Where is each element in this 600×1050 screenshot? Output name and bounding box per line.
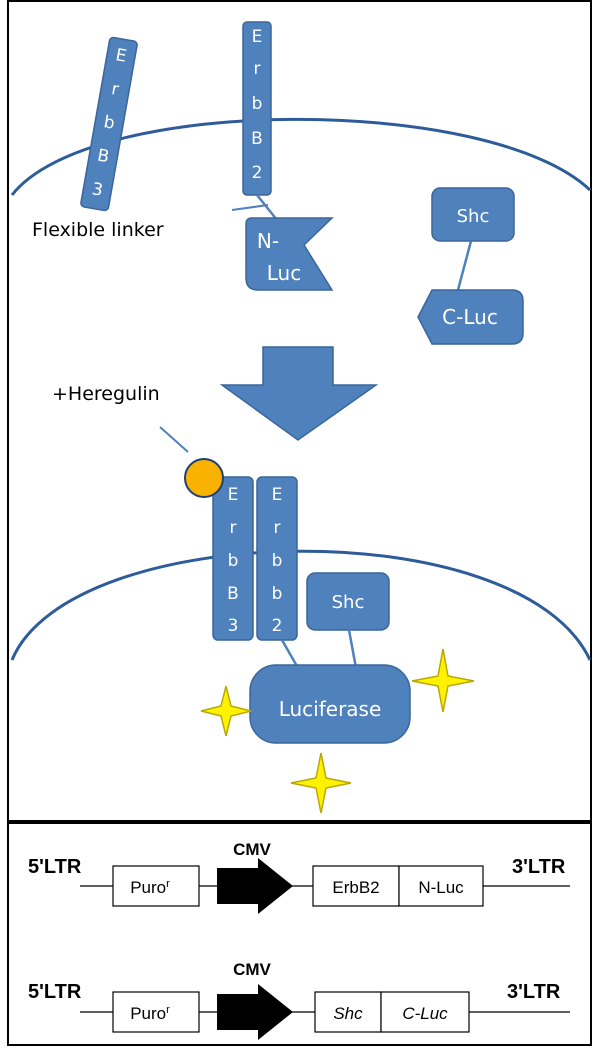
- dimer-erbb3-receptor: E r b B 3: [212, 476, 254, 641]
- dimer-shc-protein: [306, 572, 390, 631]
- flexible-linker-pointer: [231, 204, 269, 211]
- cell-membrane-top: [10, 117, 592, 196]
- n-luc-label-line1: N-: [257, 229, 279, 253]
- dimer-erbb3-letter-2: r: [230, 518, 237, 538]
- dimer-erbb3-letter-3: b: [228, 551, 239, 571]
- bottom-panel-border: [7, 822, 592, 1046]
- construct1-promoter-label: CMV: [233, 840, 271, 859]
- dimer-erbb3-letter-4: B: [227, 584, 239, 604]
- dimer-erbb2-letter-1: E: [272, 485, 283, 505]
- top-panel-border: [7, 0, 592, 822]
- shc-protein: [431, 187, 515, 242]
- erbb2-letter-4: B: [251, 129, 263, 149]
- erbb3-letter-3: b: [102, 112, 116, 134]
- construct1-puro-label: Puror: [130, 878, 170, 897]
- flexible-linker-label: Flexible linker: [32, 219, 164, 241]
- shc-label: Shc: [457, 206, 490, 227]
- dimer-shc-label: Shc: [332, 592, 365, 613]
- heregulin-label: +Heregulin: [52, 383, 160, 405]
- erbb3-letter-2: r: [110, 79, 120, 100]
- n-luc-fragment: [245, 217, 334, 291]
- luciferase-complex: [249, 664, 411, 744]
- construct-shc-cluc: 5'LTR CMV 3'LTR Puror Shc C-Luc: [28, 960, 570, 1040]
- heregulin-ligand: [184, 458, 224, 498]
- shc-cluc-linker: [456, 240, 473, 291]
- construct2-promoter-label: CMV: [233, 960, 271, 979]
- construct-erbb2-nluc: 5'LTR CMV 3'LTR Puror ErbB2 N-Luc: [28, 840, 570, 914]
- construct1-ltr5: 5'LTR: [28, 856, 82, 878]
- sparkle-left-icon: [200, 685, 252, 737]
- dimer-linker-shc: [347, 629, 358, 669]
- flexible-linker-line: [256, 194, 278, 221]
- dimer-erbb2-letter-2: r: [274, 518, 281, 538]
- construct2-ltr5: 5'LTR: [28, 981, 82, 1003]
- dimer-erbb3-letter-1: E: [228, 485, 239, 505]
- c-luc-fragment: [417, 289, 524, 345]
- erbb3-letter-4: B: [96, 146, 111, 168]
- erbb3-receptor: E r b B 3: [80, 36, 138, 212]
- dimer-erbb2-receptor: E r b b 2: [256, 476, 298, 641]
- construct1-cmv-arrow: [217, 858, 293, 914]
- construct2-cmv-arrow: [217, 984, 293, 1040]
- n-luc-label-line2: Luc: [267, 261, 301, 285]
- c-luc-label: C-Luc: [442, 305, 498, 329]
- construct1-puro-box: [112, 865, 200, 907]
- dimer-erbb2-letter-4: b: [272, 584, 283, 604]
- dimer-erbb2-letter-3: b: [272, 551, 283, 571]
- construct2-fusion-box: [380, 991, 470, 1033]
- construct1-gene-box: [312, 865, 400, 907]
- luciferase-label: Luciferase: [279, 697, 382, 721]
- process-down-arrow: [219, 346, 379, 441]
- erbb2-letter-3: b: [252, 94, 263, 114]
- construct2-ltr3: 3'LTR: [507, 981, 561, 1003]
- erbb3-letter-1: E: [114, 45, 128, 67]
- erbb2-letter-2: r: [254, 59, 261, 79]
- erbb3-letter-5: 3: [90, 179, 104, 201]
- construct1-fusion-box: [398, 865, 484, 907]
- construct2-fusion-label: C-Luc: [402, 1004, 448, 1023]
- erbb2-letter-1: E: [252, 27, 263, 47]
- construct1-gene-label: ErbB2: [332, 878, 379, 897]
- construct1-fusion-label: N-Luc: [418, 878, 464, 897]
- dimer-erbb3-letter-5: 3: [228, 616, 239, 636]
- erbb2-letter-5: 2: [252, 163, 263, 183]
- cell-membrane-bottom: [10, 549, 592, 661]
- sparkle-bottom-icon: [290, 752, 352, 814]
- construct2-puro-box: [112, 991, 200, 1033]
- construct2-puro-label: Puror: [130, 1004, 170, 1023]
- erbb2-receptor: E r b B 2: [242, 21, 272, 196]
- construct1-ltr3: 3'LTR: [512, 856, 566, 878]
- sparkle-right-icon: [411, 648, 475, 713]
- dimer-linker-erbb2: [280, 639, 300, 669]
- construct2-gene-label: Shc: [333, 1004, 363, 1023]
- light-sparkles: [200, 648, 475, 814]
- dimer-erbb2-letter-5: 2: [272, 616, 283, 636]
- heregulin-pointer: [159, 426, 189, 453]
